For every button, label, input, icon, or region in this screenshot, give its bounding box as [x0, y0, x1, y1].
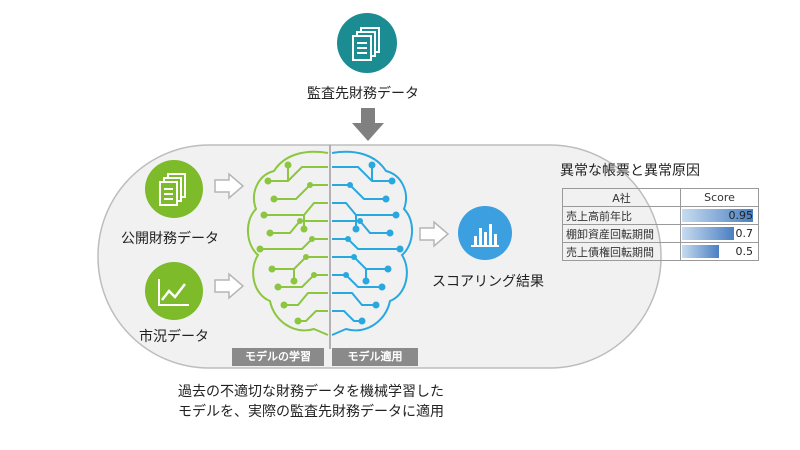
- score-value: 0.7: [735, 227, 754, 240]
- down-arrow-icon: [352, 108, 384, 141]
- market-data-label: 市況データ: [139, 329, 209, 345]
- right-arrow-icon: [419, 220, 450, 248]
- right-arrow-icon: [214, 172, 245, 200]
- source-data-label: 監査先財務データ: [307, 86, 419, 102]
- score-header: Score: [680, 188, 759, 207]
- score-bar: [682, 245, 719, 258]
- public-financial-data-icon: [145, 160, 203, 218]
- right-arrow-icon: [214, 272, 245, 300]
- scoring-result-icon: [458, 206, 512, 260]
- row-item: 棚卸資産回転期間: [562, 224, 681, 243]
- source-data-icon: [337, 13, 397, 73]
- score-bar: [682, 227, 734, 240]
- row-score: 0.5: [680, 242, 759, 261]
- market-data-icon: [145, 262, 203, 320]
- scoring-result-label: スコアリング結果: [432, 274, 544, 290]
- results-title: 異常な帳票と異常原因: [560, 163, 700, 179]
- caption-line-2: モデルを、実際の監査先財務データに適用: [178, 404, 444, 420]
- model-applying-tag: モデル適用: [332, 348, 418, 366]
- table-row: 売上債権回転期間 0.5: [562, 242, 759, 261]
- row-score: 0.95: [680, 206, 759, 225]
- row-item: 売上債権回転期間: [562, 242, 681, 261]
- public-financial-data-label: 公開財務データ: [121, 231, 219, 247]
- caption-line-1: 過去の不適切な財務データを機械学習した: [178, 384, 444, 400]
- table-row: 棚卸資産回転期間 0.7: [562, 224, 759, 243]
- score-value: 0.95: [728, 209, 754, 222]
- results-table: A社 Score 売上高前年比 0.95 棚卸資産回転期間 0.7 売上債権回転…: [562, 188, 759, 261]
- table-row: 売上高前年比 0.95: [562, 206, 759, 225]
- table-header-row: A社 Score: [562, 188, 759, 207]
- brain-left-hemisphere: [247, 150, 329, 336]
- score-value: 0.5: [735, 245, 754, 258]
- company-header: A社: [562, 188, 681, 207]
- row-score: 0.7: [680, 224, 759, 243]
- row-item: 売上高前年比: [562, 206, 681, 225]
- brain-illustration: [247, 145, 413, 349]
- score-bar: [682, 209, 754, 222]
- brain-right-hemisphere: [331, 150, 413, 336]
- model-learning-tag: モデルの学習: [232, 348, 324, 366]
